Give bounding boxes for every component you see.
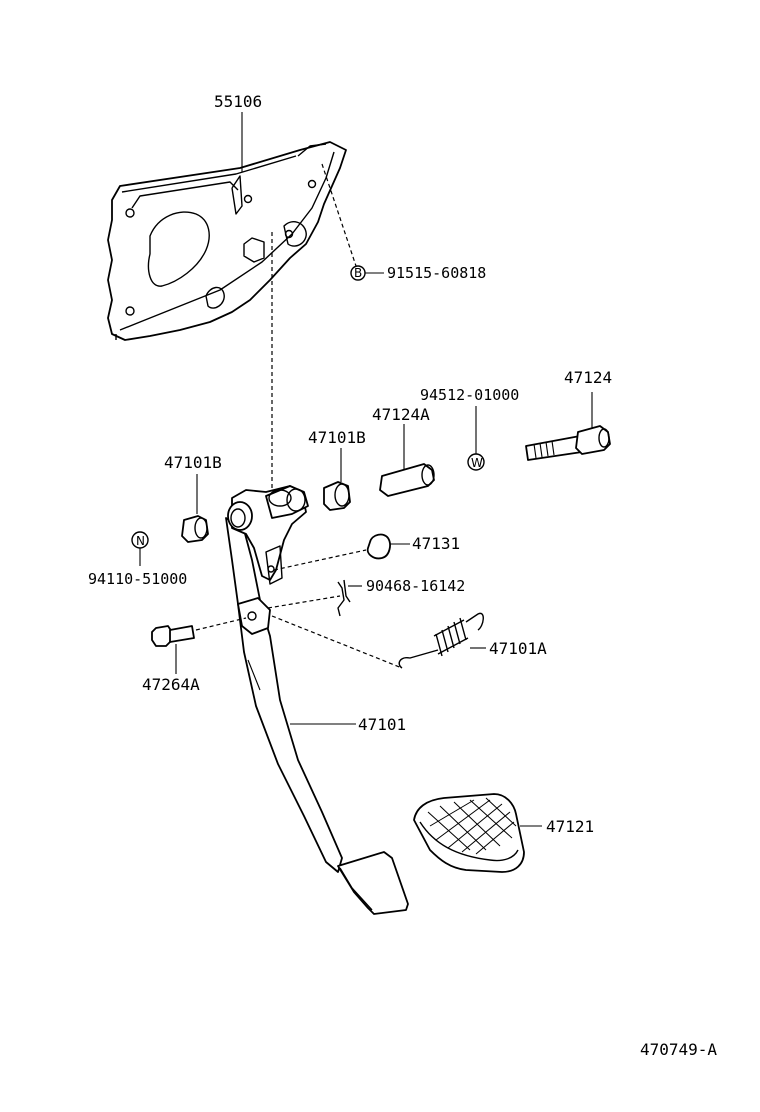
pedal-pad <box>413 793 525 873</box>
label-90468-16142: 90468-16142 <box>366 577 465 595</box>
label-47124: 47124 <box>564 368 612 387</box>
leader-small-bolt-dashed <box>195 617 247 631</box>
small-bolt <box>151 625 195 647</box>
clip <box>337 579 351 617</box>
nut-n-symbol: N <box>136 534 145 548</box>
brake-pedal-arm <box>225 485 409 915</box>
label-47101b-right: 47101B <box>308 428 366 447</box>
label-47101a: 47101A <box>489 639 547 658</box>
leader-clip-dashed <box>267 595 341 609</box>
collar <box>379 463 435 497</box>
diagram-id: 470749-A <box>640 1040 717 1059</box>
leader-spring-dashed <box>271 615 403 669</box>
label-47121: 47121 <box>546 817 594 836</box>
bolt-b-symbol: B <box>354 266 362 280</box>
label-47101b-left: 47101B <box>164 453 222 472</box>
label-47124a: 47124A <box>372 405 430 424</box>
label-94512-01000: 94512-01000 <box>420 386 519 404</box>
leader-bolt-b <box>321 163 357 267</box>
label-47101: 47101 <box>358 715 406 734</box>
label-91515-60818: 91515-60818 <box>387 264 486 282</box>
leader-stopper-dashed <box>273 549 367 571</box>
stopper <box>366 533 391 560</box>
bushing-left <box>181 515 209 543</box>
washer-w-symbol: W <box>471 456 483 470</box>
label-47264a: 47264A <box>142 675 200 694</box>
return-spring <box>398 612 484 669</box>
label-94110-51000: 94110-51000 <box>88 570 187 588</box>
pedal-bracket <box>107 141 347 341</box>
label-55106: 55106 <box>214 92 262 111</box>
label-47131: 47131 <box>412 534 460 553</box>
bushing-right <box>323 481 351 511</box>
pin-bolt <box>525 425 611 461</box>
